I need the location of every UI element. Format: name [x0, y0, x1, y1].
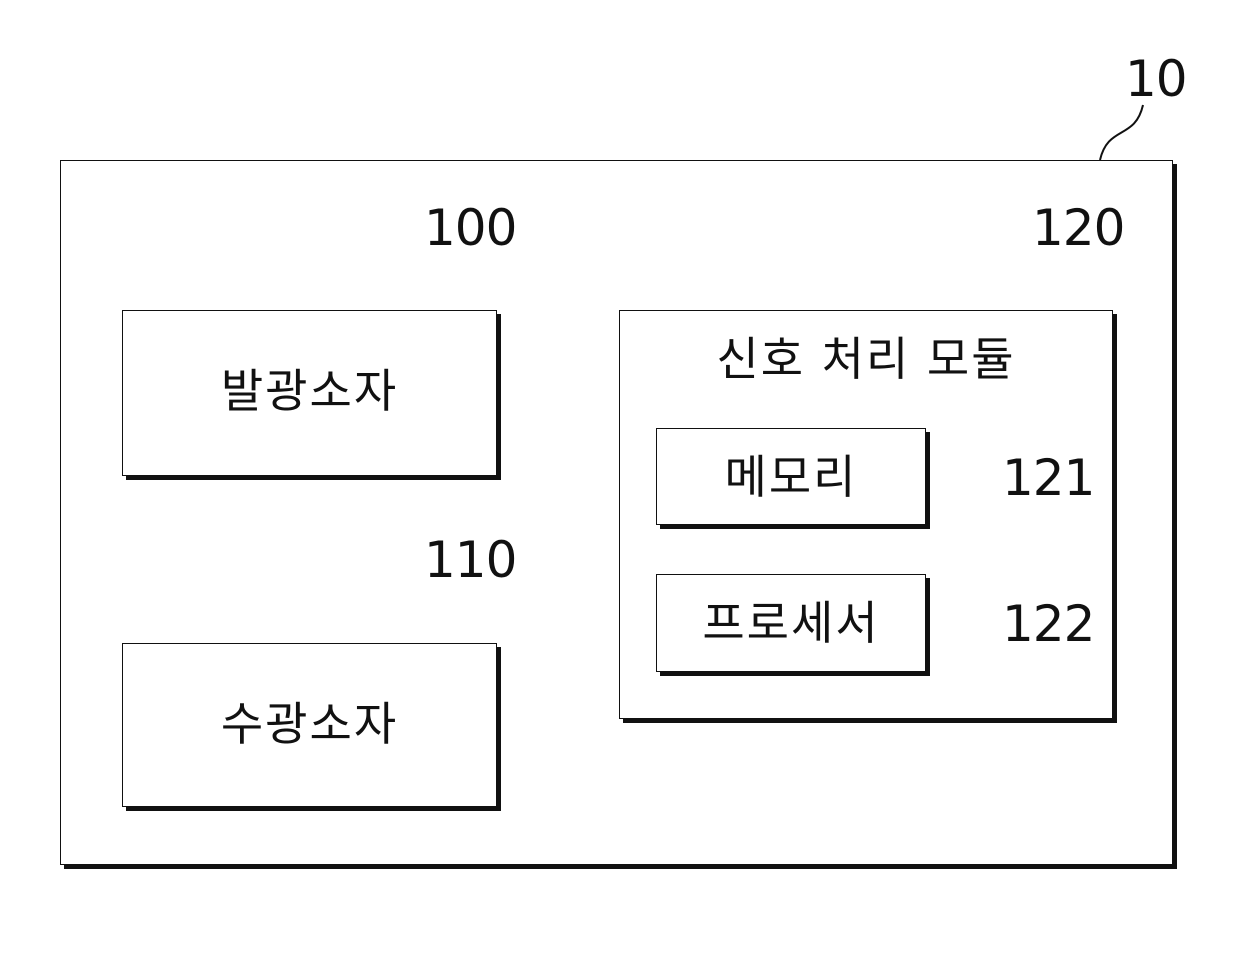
device-leader-line — [1100, 105, 1143, 160]
light-emitter-ref-label: 100 — [424, 203, 516, 253]
light-receiver-box: 수광소자 — [122, 643, 497, 807]
signal-module-ref-label: 120 — [1032, 203, 1124, 253]
memory-box: 메모리 — [656, 428, 926, 525]
device-ref-label: 10 — [1125, 54, 1187, 104]
signal-module-label: 신호 처리 모듈 — [620, 336, 1112, 382]
memory-ref-label: 121 — [1002, 453, 1094, 503]
processor-label: 프로세서 — [657, 600, 925, 646]
light-emitter-box: 발광소자 — [122, 310, 497, 476]
processor-box: 프로세서 — [656, 574, 926, 672]
light-receiver-label: 수광소자 — [123, 701, 496, 747]
light-emitter-label: 발광소자 — [123, 368, 496, 414]
processor-ref-label: 122 — [1002, 599, 1094, 649]
light-receiver-ref-label: 110 — [424, 535, 516, 585]
memory-label: 메모리 — [657, 454, 925, 500]
